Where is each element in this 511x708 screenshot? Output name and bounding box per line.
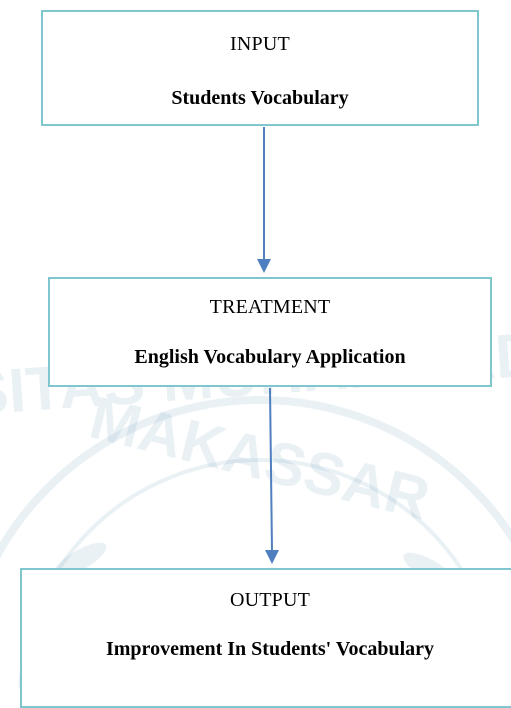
treatment-label: TREATMENT: [209, 296, 331, 318]
treatment-box: TREATMENT English Vocabulary Application: [48, 277, 492, 387]
output-label: OUTPUT: [229, 589, 311, 611]
output-box: OUTPUT Improvement In Students' Vocabula…: [20, 568, 511, 708]
arrow-input-to-treatment: [257, 127, 271, 273]
input-label: INPUT: [230, 33, 290, 55]
output-description: Improvement In Students' Vocabulary: [105, 638, 435, 660]
treatment-description: English Vocabulary Application: [134, 346, 406, 368]
input-box: INPUT Students Vocabulary: [41, 10, 479, 126]
arrow-treatment-to-output: [265, 387, 279, 564]
input-description: Students Vocabulary: [171, 87, 349, 109]
watermark-text-line-2: MAKASSAR: [84, 384, 437, 533]
